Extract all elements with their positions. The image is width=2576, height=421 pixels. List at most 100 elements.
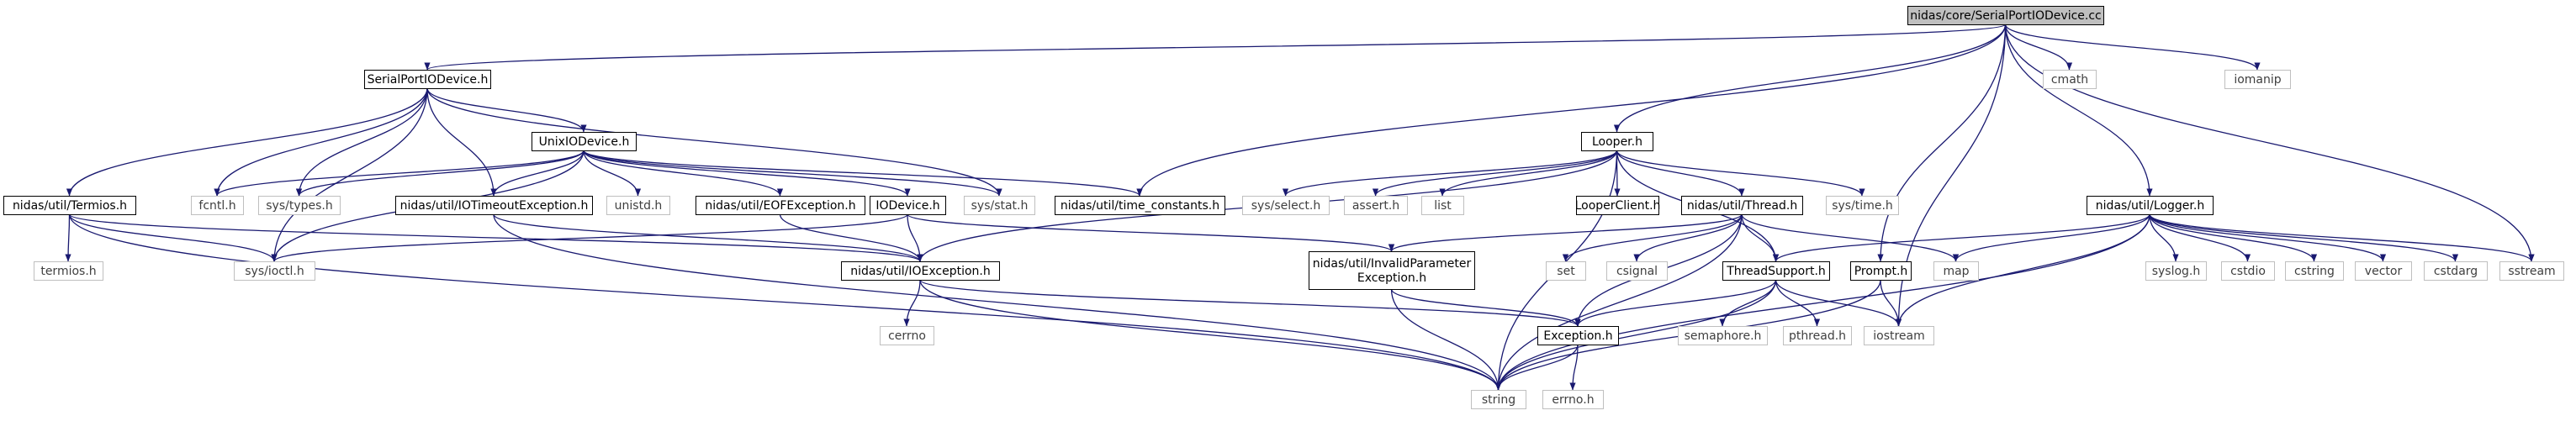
edge-looper-to-list bbox=[1439, 150, 1618, 197]
edge-logger-to-cstdio bbox=[2149, 213, 2251, 262]
edge-serialporth-to-termios_h bbox=[66, 87, 428, 197]
node-label-sstream: sstream bbox=[2508, 265, 2555, 278]
node-systime: sys/time.h bbox=[1826, 196, 1899, 215]
node-thread[interactable]: nidas/util/Thread.h bbox=[1681, 196, 1803, 215]
node-looperclient[interactable]: LooperClient.h bbox=[1575, 196, 1661, 215]
node-sysstat: sys/stat.h bbox=[964, 196, 1035, 215]
edge-root-to-timeconst bbox=[1136, 24, 2007, 197]
edge-thread-to-map bbox=[1741, 213, 1960, 262]
edge-logger-to-cstring bbox=[2149, 213, 2318, 262]
edge-iodevice-to-invparam bbox=[907, 213, 1394, 252]
node-box-exception bbox=[1537, 326, 1619, 345]
node-box-assert bbox=[1344, 196, 1408, 215]
node-label-iostream: iostream bbox=[1873, 329, 1925, 343]
edge-iodevice-to-ioexc bbox=[907, 213, 923, 262]
node-assert: assert.h bbox=[1344, 196, 1408, 215]
edge-root-to-iostream bbox=[1895, 24, 2007, 327]
edge-ioexc-to-string bbox=[919, 279, 1502, 391]
edge-root-to-prompt bbox=[1877, 24, 2007, 262]
node-logger[interactable]: nidas/util/Logger.h bbox=[2087, 196, 2214, 215]
node-eofexc[interactable]: nidas/util/EOFException.h bbox=[696, 196, 865, 215]
node-looper[interactable]: Looper.h bbox=[1581, 132, 1653, 151]
edge-serialporth-to-unixio bbox=[426, 87, 587, 133]
node-termios_sys: termios.h bbox=[34, 261, 103, 281]
node-timeconst[interactable]: nidas/util/time_constants.h bbox=[1055, 196, 1225, 215]
edge-serialporth-to-fcntl bbox=[214, 87, 428, 197]
edge-unixio-to-iodevice bbox=[583, 150, 911, 197]
node-cstring: cstring bbox=[2285, 261, 2344, 281]
node-iodevice[interactable]: IODevice.h bbox=[870, 196, 946, 215]
node-box-csignal bbox=[1606, 261, 1668, 281]
node-label-exception: Exception.h bbox=[1543, 329, 1612, 343]
node-label-sysstat: sys/stat.h bbox=[971, 199, 1029, 213]
node-box-invparam bbox=[1309, 251, 1475, 290]
node-label-map: map bbox=[1943, 265, 1969, 278]
edge-iodevice-to-sysioctl bbox=[271, 213, 908, 262]
edge-logger-to-vector bbox=[2149, 213, 2387, 262]
node-errno: errno.h bbox=[1542, 390, 1604, 409]
node-syslog: syslog.h bbox=[2145, 261, 2207, 281]
node-iotimeout[interactable]: nidas/util/IOTimeoutException.h bbox=[395, 196, 593, 215]
edge-termios_h-to-termios_sys bbox=[65, 213, 71, 262]
node-exception[interactable]: Exception.h bbox=[1537, 326, 1619, 345]
node-box-eofexc bbox=[696, 196, 865, 215]
node-prompt[interactable]: Prompt.h bbox=[1850, 261, 1912, 281]
node-unixio[interactable]: UnixIODevice.h bbox=[532, 132, 637, 151]
edge-ioexc-to-exception bbox=[919, 279, 1581, 327]
node-box-timeconst bbox=[1055, 196, 1225, 215]
edge-threadsupport-to-iostream bbox=[1775, 279, 1902, 327]
node-box-errno bbox=[1542, 390, 1604, 409]
node-label-thread: nidas/util/Thread.h bbox=[1687, 199, 1797, 213]
edge-unixio-to-iotimeout bbox=[490, 150, 584, 197]
edge-invparam-to-exception bbox=[1390, 288, 1581, 327]
node-ioexc[interactable]: nidas/util/IOException.h bbox=[841, 261, 1000, 281]
edge-termios_h-to-sysioctl bbox=[68, 213, 278, 262]
node-box-cstring bbox=[2285, 261, 2344, 281]
node-string: string bbox=[1471, 390, 1526, 409]
edge-looper-to-systime bbox=[1616, 150, 1865, 197]
node-label-unistd: unistd.h bbox=[615, 199, 663, 213]
node-box-unixio bbox=[532, 132, 637, 151]
node-box-semaphore bbox=[1678, 326, 1768, 345]
node-box-termios_h bbox=[3, 196, 136, 215]
node-label-cerrno: cerrno bbox=[888, 329, 926, 343]
node-box-cstdio bbox=[2221, 261, 2275, 281]
node-box-sysstat bbox=[964, 196, 1035, 215]
edge-root-to-logger bbox=[2004, 24, 2153, 197]
node-cerrno: cerrno bbox=[880, 326, 934, 345]
node-threadsupport[interactable]: ThreadSupport.h bbox=[1722, 261, 1830, 281]
edge-unixio-to-systypes bbox=[296, 150, 584, 197]
node-box-threadsupport bbox=[1722, 261, 1830, 281]
node-csignal: csignal bbox=[1606, 261, 1668, 281]
edge-root-to-looper bbox=[1613, 24, 2007, 133]
node-label-prompt: Prompt.h bbox=[1854, 265, 1908, 278]
node-root[interactable]: nidas/core/SerialPortIODevice.cc bbox=[1907, 6, 2104, 25]
edge-looper-to-assert bbox=[1372, 150, 1618, 197]
node-box-set bbox=[1546, 261, 1586, 281]
node-label-unixio: UnixIODevice.h bbox=[539, 135, 630, 149]
node-box-string bbox=[1471, 390, 1526, 409]
edge-logger-to-map bbox=[1952, 213, 2150, 262]
edge-exception-to-string bbox=[1494, 344, 1579, 391]
node-sysselect: sys/select.h bbox=[1242, 196, 1330, 215]
node-label-sysioctl: sys/ioctl.h bbox=[245, 265, 304, 278]
node-termios_h[interactable]: nidas/util/Termios.h bbox=[3, 196, 136, 215]
node-box-syslog bbox=[2145, 261, 2207, 281]
node-vector: vector bbox=[2355, 261, 2412, 281]
edge-root-to-cmath bbox=[2004, 24, 2073, 71]
node-box-vector bbox=[2355, 261, 2412, 281]
node-label-pthread: pthread.h bbox=[1789, 329, 1846, 343]
node-unistd: unistd.h bbox=[606, 196, 670, 215]
node-label-errno: errno.h bbox=[1552, 393, 1594, 407]
node-label-timeconst: nidas/util/time_constants.h bbox=[1061, 199, 1219, 213]
edge-thread-to-threadsupport bbox=[1741, 213, 1780, 262]
edge-root-to-serialporth bbox=[425, 24, 2007, 71]
node-set: set bbox=[1546, 261, 1586, 281]
node-label-termios_sys: termios.h bbox=[40, 265, 96, 278]
node-box-looperclient bbox=[1576, 196, 1659, 215]
node-box-unistd bbox=[606, 196, 670, 215]
node-serialporth[interactable]: SerialPortIODevice.h bbox=[364, 70, 491, 89]
edge-unixio-to-fcntl bbox=[214, 150, 584, 197]
edge-thread-to-csignal bbox=[1633, 213, 1743, 262]
